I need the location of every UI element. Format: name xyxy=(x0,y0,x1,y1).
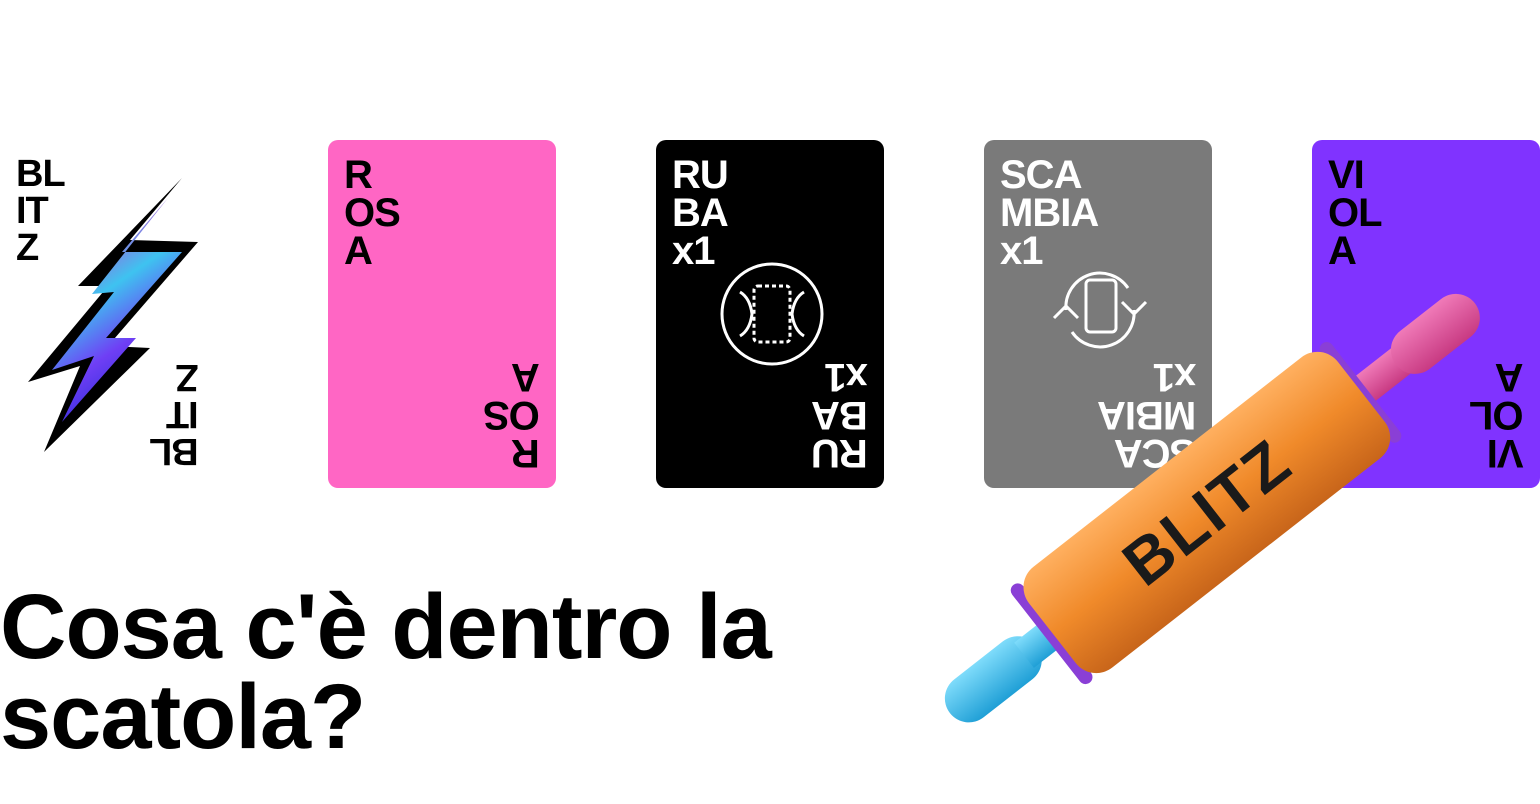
logo-text-bottom: BL IT Z xyxy=(150,356,199,472)
card-rosa: R OS A R OS A xyxy=(328,140,556,488)
page-title: Cosa c'è dentro la scatola? xyxy=(0,576,772,768)
lightning-bolt-icon xyxy=(28,178,198,452)
card-label-bottom: RU BA x1 xyxy=(812,355,868,475)
card-label-top: RU BA x1 xyxy=(672,153,729,273)
card-label-top: VI OL A xyxy=(1328,153,1383,273)
steal-card-icon xyxy=(720,262,824,366)
card-label-top: R OS A xyxy=(344,153,401,273)
card-label-bottom: R OS A xyxy=(484,355,540,475)
card-label-top: SCA MBIA x1 xyxy=(1000,153,1099,273)
card-ruba: RU BA x1 RU BA x1 xyxy=(656,140,884,488)
logo-text-top: BL IT Z xyxy=(16,153,66,269)
rolling-pin-image: BLITZ xyxy=(944,293,1480,723)
swap-card-icon xyxy=(1052,271,1148,349)
card-scambia: SCA MBIA x1 SCA MBIA x1 xyxy=(984,140,1212,488)
